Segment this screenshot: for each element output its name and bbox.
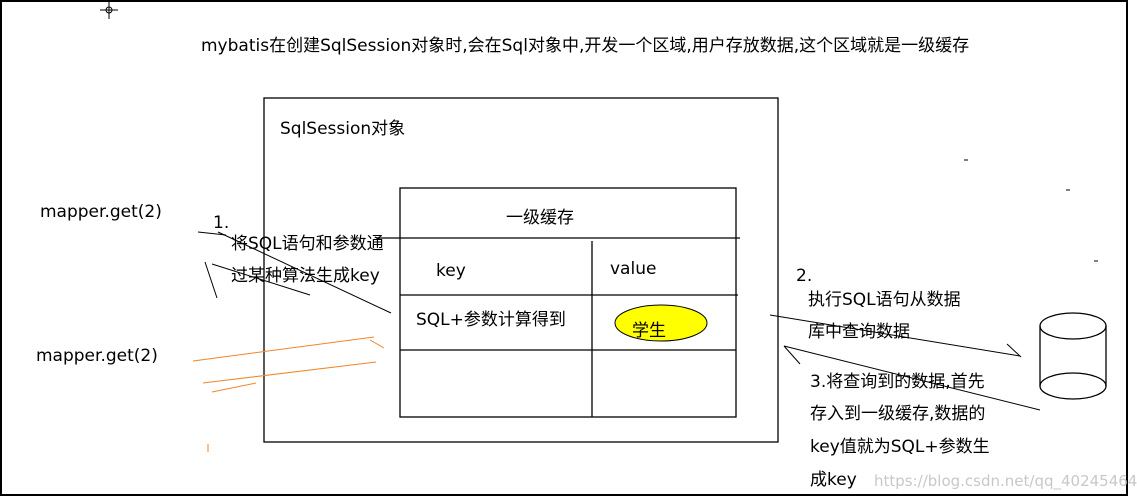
stray-marks: [964, 159, 1098, 262]
sqlsession-box: [263, 97, 779, 443]
orange-return-lines: [192, 336, 385, 452]
step2-arrow: [769, 314, 1022, 358]
sqlsession-label: SqlSession对象: [280, 119, 406, 139]
step3-line-2: 存入到一级缓存,数据的: [810, 404, 986, 424]
step1-number: 1.: [213, 213, 230, 233]
step2-line-1: 执行SQL语句从数据: [808, 290, 961, 310]
database-icon: [1039, 312, 1107, 400]
step3-line-4: 成key: [810, 470, 857, 490]
step1-line-2: 过某种算法生成key: [231, 266, 380, 286]
mapper-call-2: mapper.get(2): [36, 346, 158, 366]
step1-arrow: [197, 231, 392, 314]
step3-line-3: key值就为SQL+参数生: [810, 437, 990, 457]
cache-row-key: SQL+参数计算得到: [416, 310, 566, 330]
diagram-title: mybatis在创建SqlSession对象时,会在Sql对象中,开发一个区域,…: [201, 36, 970, 56]
step1-line-1: 将SQL语句和参数通: [231, 234, 384, 254]
cache-table-title: 一级缓存: [506, 208, 574, 228]
cache-header-value: value: [610, 259, 657, 279]
cache-header-key: key: [436, 261, 466, 281]
mapper-call-1: mapper.get(2): [40, 202, 162, 222]
cache-table: [376, 187, 740, 418]
crosshair-cursor-icon: [100, 1, 118, 19]
value-highlight: [614, 304, 708, 342]
cache-row-value: 学生: [632, 321, 666, 341]
step2-number: 2.: [796, 266, 813, 286]
step2-line-2: 库中查询数据: [808, 322, 910, 342]
watermark: https://blog.csdn.net/qq_40245464: [874, 472, 1137, 490]
step3-arrow: [783, 345, 1041, 411]
step3-line-1: 3.将查询到的数据,首先: [810, 372, 985, 392]
